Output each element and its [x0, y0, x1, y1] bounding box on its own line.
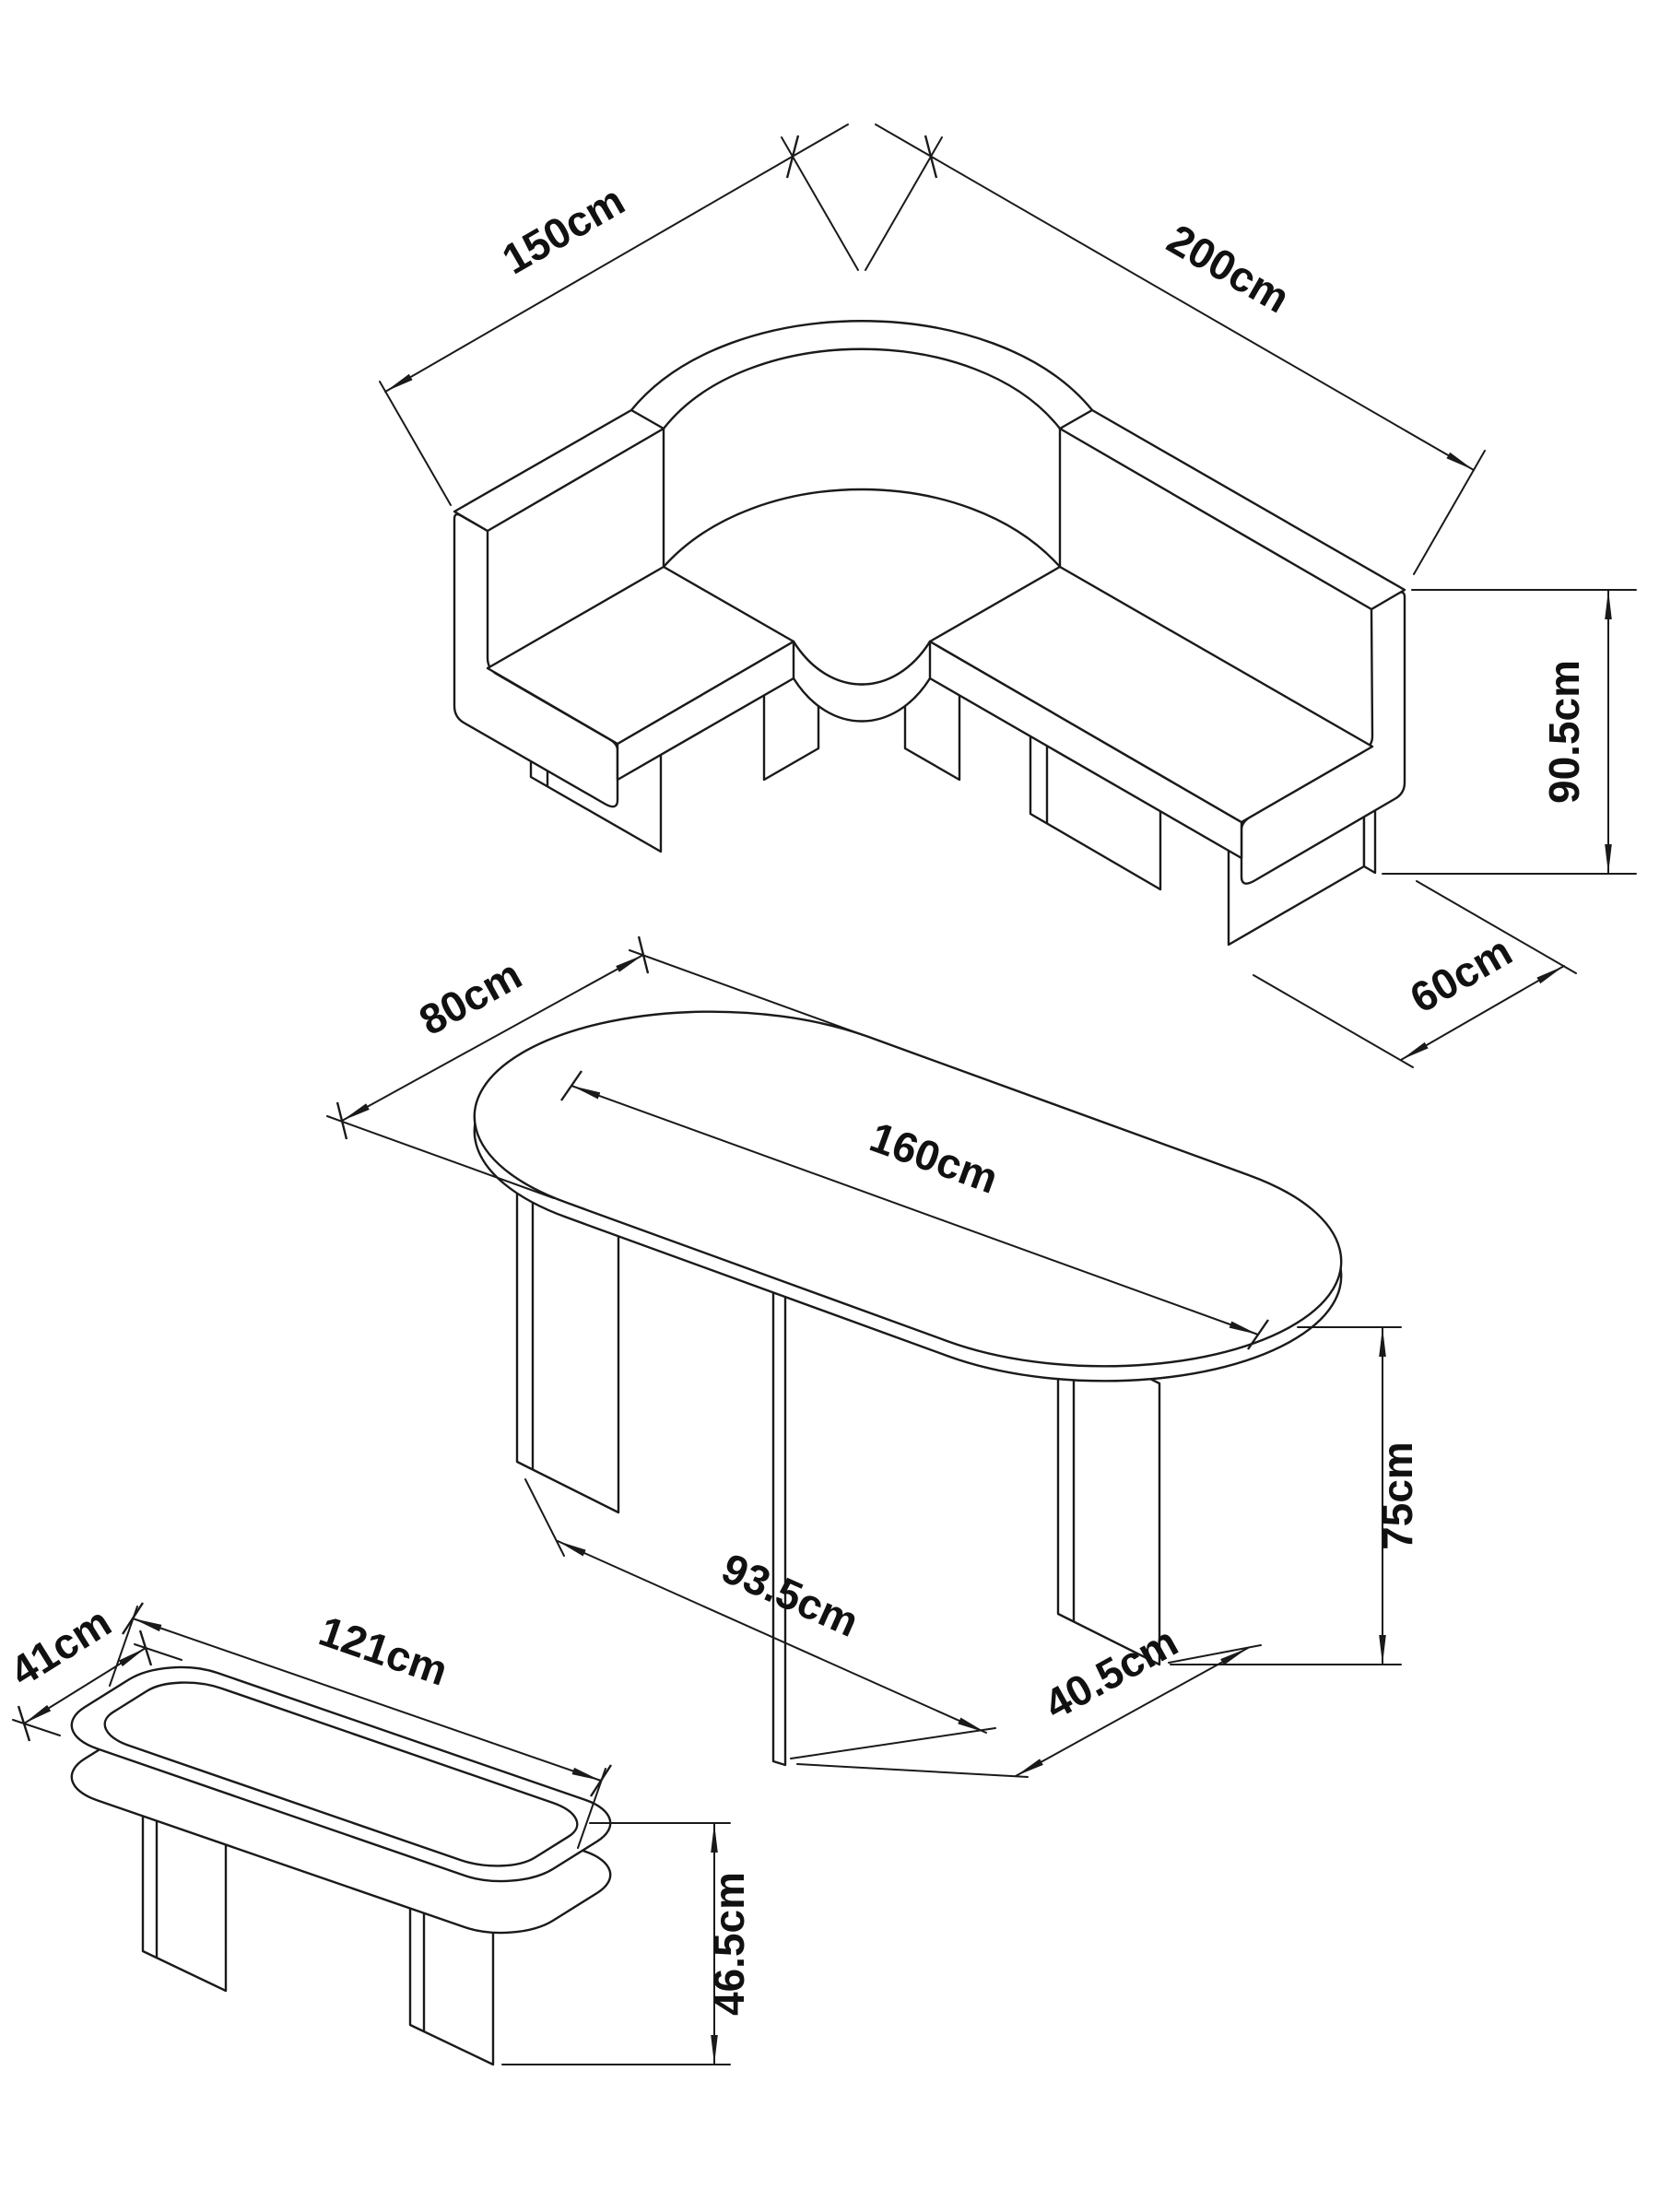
corner-bench-seams [629, 408, 1094, 680]
seat-seam-left [662, 565, 795, 643]
dim-label-41cm: 41cm [2, 1597, 119, 1695]
dimension-tick [1247, 1319, 1269, 1350]
dimension-tick [121, 1602, 145, 1635]
dimension-tick [785, 135, 800, 179]
dimension-tick [637, 935, 650, 974]
dimension-tick [335, 1101, 348, 1140]
dimension-table-leg-spacing: 93.5cm [524, 1478, 996, 1759]
corner-bench-seat-top [486, 488, 1374, 824]
dimension-line [557, 1540, 987, 1734]
dim-label-75cm: 75cm [1373, 1441, 1421, 1550]
extension-line [379, 381, 452, 506]
extension-line [1413, 450, 1486, 575]
dimension-table-leg-inset: 40.5cm [796, 1617, 1262, 1778]
dimension-line [1015, 1647, 1249, 1777]
extension-line [134, 1643, 182, 1661]
dimension-tick [924, 135, 938, 179]
extension-line [865, 136, 943, 271]
dimension-tick [138, 1630, 153, 1666]
dim-label-80cm: 80cm [411, 950, 529, 1045]
dimension-line [1400, 965, 1565, 1061]
dim-label-200cm: 200cm [1159, 215, 1298, 323]
dimension-corner-bench-depth: 60cm [1253, 880, 1577, 1068]
dimension-line [23, 1647, 147, 1724]
extension-line [790, 1727, 996, 1759]
backrest-top-seam-right [1058, 408, 1094, 430]
dim-label-90-5cm: 90.5cm [1540, 660, 1588, 804]
dimension-tick [560, 1070, 582, 1101]
extension-line [796, 1763, 1029, 1778]
corner-bench-backrest-top [453, 320, 1406, 611]
extension-line [524, 1478, 565, 1557]
dim-label-150cm: 150cm [494, 176, 632, 284]
seat-seam-right [928, 565, 1062, 643]
dimension-line [875, 124, 1475, 471]
extension-line [12, 1719, 61, 1736]
dim-label-93-5cm: 93.5cm [715, 1544, 866, 1646]
extension-line [1416, 880, 1577, 974]
corner-bench-drawing [453, 320, 1406, 947]
extension-line [781, 136, 859, 271]
dimension-line [571, 1085, 1259, 1335]
dimension-bench-height: 46.5cm [501, 1822, 753, 2065]
dim-label-46-5cm: 46.5cm [705, 1872, 753, 2016]
dimension-corner-bench-height: 90.5cm [1382, 589, 1637, 875]
dimension-table-height: 75cm [1170, 1326, 1421, 1665]
bench-drawing [46, 1655, 635, 2066]
dimension-tick [589, 1764, 613, 1797]
dimension-tick [17, 1705, 31, 1742]
extension-line [1253, 974, 1414, 1068]
extension-line [326, 1115, 555, 1199]
dim-label-60cm: 60cm [1402, 926, 1520, 1022]
extension-line [629, 949, 856, 1033]
backrest-top-seam-left [629, 408, 665, 430]
dimension-line [384, 124, 849, 393]
dim-label-121cm: 121cm [313, 1606, 453, 1695]
dining-table-drawing [376, 968, 1440, 1767]
dimension-line [132, 1618, 602, 1782]
dimension-line [341, 954, 644, 1122]
table-center-leg [771, 1287, 787, 1767]
